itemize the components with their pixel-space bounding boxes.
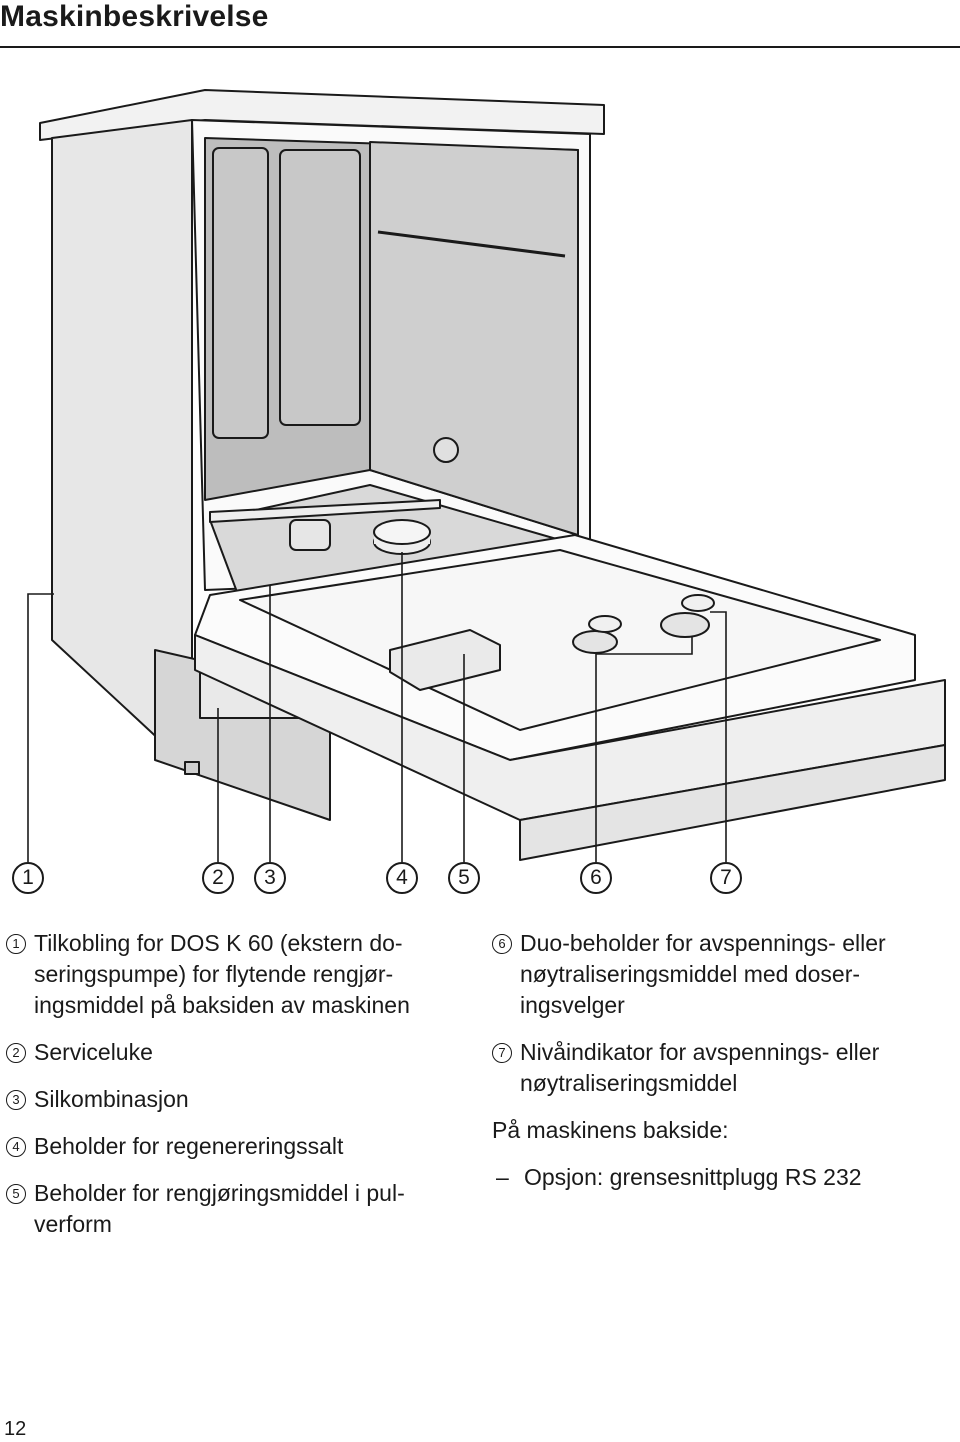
legend-text: Silkombinasjon — [34, 1086, 189, 1112]
callout-2: 2 — [202, 862, 234, 894]
legend-item: 3 Silkombinasjon — [6, 1084, 476, 1115]
legend-item: 1 Tilkobling for DOS K 60 (ekstern do-se… — [6, 928, 476, 1021]
legend-number: 4 — [6, 1137, 26, 1157]
legend-right-column: 6 Duo-beholder for avspennings- eller nø… — [492, 928, 954, 1193]
dishwasher-illustration — [27, 89, 946, 862]
legend-text: Beholder for regenereringssalt — [34, 1133, 344, 1159]
legend-item: 7 Nivåindikator for avspennings- eller n… — [492, 1037, 954, 1099]
legend-item: 6 Duo-beholder for avspennings- eller nø… — [492, 928, 954, 1021]
title-rule — [0, 46, 960, 48]
legend-left-column: 1 Tilkobling for DOS K 60 (ekstern do-se… — [6, 928, 476, 1256]
legend-item: 5 Beholder for rengjøringsmiddel i pul-v… — [6, 1178, 476, 1240]
callout-6: 6 — [580, 862, 612, 894]
legend-number: 3 — [6, 1090, 26, 1110]
legend-item: 2 Serviceluke — [6, 1037, 476, 1068]
legend-number: 2 — [6, 1043, 26, 1063]
callout-row: 1 2 3 4 5 6 7 — [0, 862, 960, 898]
rear-item-text: Opsjon: grensesnittplugg RS 232 — [524, 1164, 862, 1190]
legend-number: 1 — [6, 934, 26, 954]
callout-4: 4 — [386, 862, 418, 894]
dash-marker: – — [496, 1164, 509, 1190]
legend-text: Beholder for rengjøringsmiddel i pul-ver… — [34, 1180, 405, 1237]
rear-heading: På maskinens bakside: — [492, 1117, 729, 1143]
callout-5: 5 — [448, 862, 480, 894]
legend-text: Duo-beholder for avspennings- eller nøyt… — [520, 930, 886, 1018]
legend-number: 5 — [6, 1184, 26, 1204]
rear-item: – Opsjon: grensesnittplugg RS 232 — [492, 1162, 954, 1193]
callout-3: 3 — [254, 862, 286, 894]
legend-text: Serviceluke — [34, 1039, 153, 1065]
callout-1: 1 — [12, 862, 44, 894]
page-title: Maskinbeskrivelse — [0, 0, 269, 33]
legend-number: 6 — [492, 934, 512, 954]
legend-text: Tilkobling for DOS K 60 (ekstern do-seri… — [34, 930, 410, 1018]
legend-number: 7 — [492, 1043, 512, 1063]
legend-item: 4 Beholder for regenereringssalt — [6, 1131, 476, 1162]
legend-text: Nivåindikator for avspennings- eller nøy… — [520, 1039, 880, 1096]
page-number: 12 — [4, 1418, 27, 1440]
callout-7: 7 — [710, 862, 742, 894]
